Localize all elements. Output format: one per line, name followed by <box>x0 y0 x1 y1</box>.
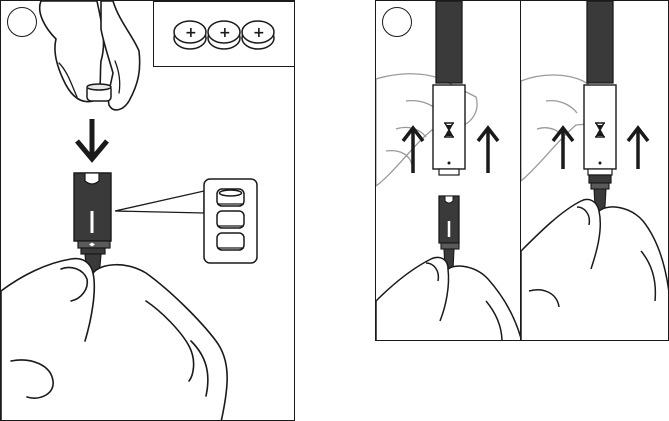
callout-pointer <box>115 191 204 213</box>
step-panel-cap-removed <box>520 0 669 341</box>
cap-removed-illustration <box>521 1 669 341</box>
device-shaft <box>436 1 462 83</box>
cap-dot <box>448 162 451 165</box>
down-arrow-icon <box>77 119 107 159</box>
up-arrow-icon-right <box>628 128 648 169</box>
coin-battery <box>87 84 111 101</box>
step-number-badge <box>7 7 37 37</box>
remove-cap-illustration <box>376 1 521 341</box>
device-shaft <box>587 1 613 83</box>
bottom-hand-illustration <box>1 259 227 421</box>
plus-symbol-1: + <box>185 25 197 41</box>
battery-stack-detail <box>204 179 257 263</box>
lower-hand-illustration <box>521 199 669 341</box>
step-number-badge <box>382 7 412 37</box>
lower-hand-illustration <box>376 257 521 341</box>
plus-symbol-3: + <box>253 25 265 41</box>
plus-symbol-2: + <box>219 25 231 41</box>
battery-orientation-box: + + + <box>153 1 295 67</box>
up-arrow-icon-right <box>478 128 498 173</box>
step-panel-insert-battery: + + + <box>0 0 295 421</box>
step-panel-remove-cap <box>375 0 521 341</box>
cap-dot <box>599 162 602 165</box>
